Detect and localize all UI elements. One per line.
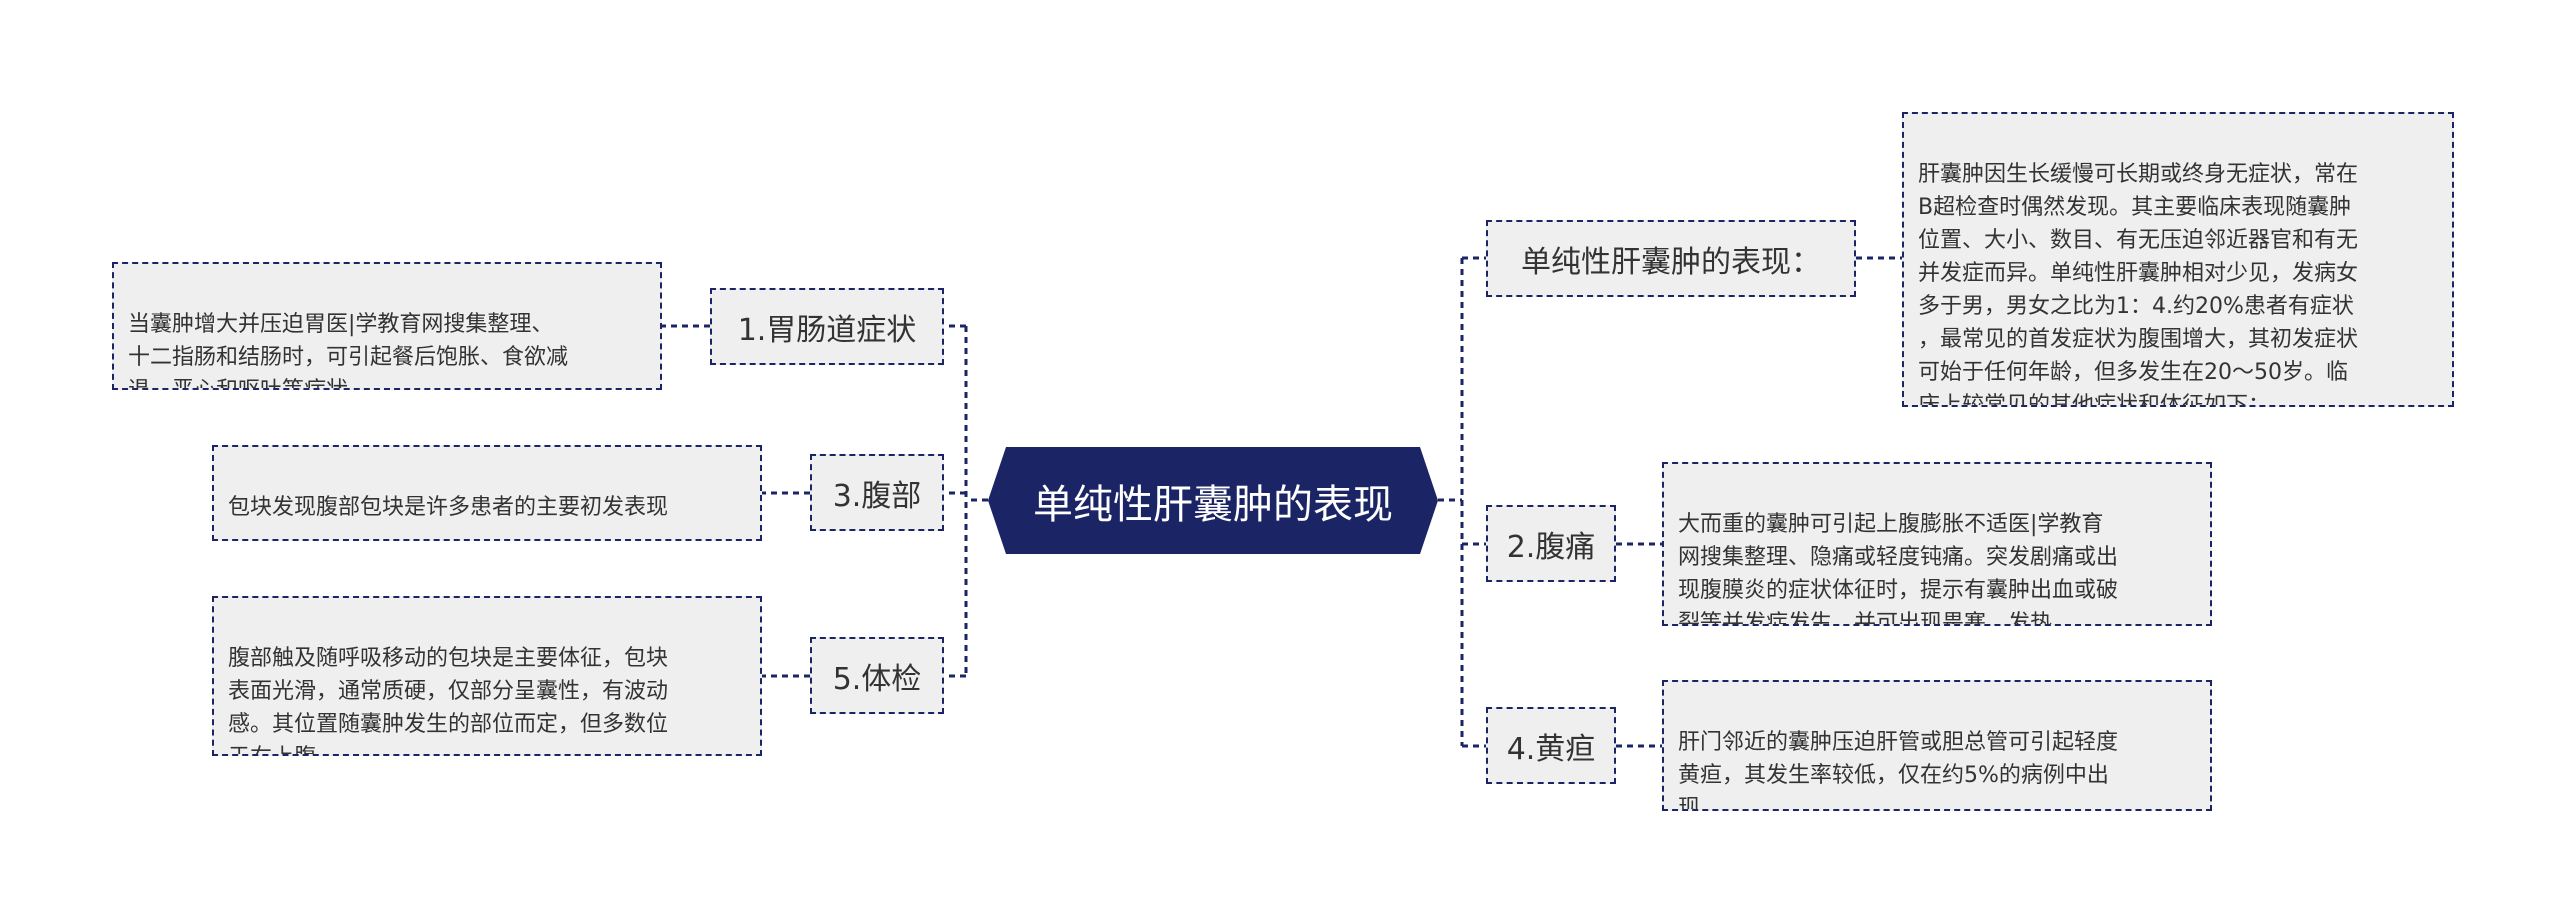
branch-topic-physical-exam[interactable]: 5.体检 <box>810 637 944 714</box>
branch-topic-jaundice[interactable]: 4.黄疸 <box>1486 707 1616 784</box>
leaf-note-overview[interactable]: 肝囊肿因生长缓慢可长期或终身无症状，常在 B超检查时偶然发现。其主要临床表现随囊… <box>1902 112 2454 407</box>
leaf-note-abdomen[interactable]: 包块发现腹部包块是许多患者的主要初发表现 。 <box>212 445 762 541</box>
root-topic-label: 单纯性肝囊肿的表现 <box>1033 481 1393 528</box>
branch-topic-gastrointestinal[interactable]: 1.胃肠道症状 <box>710 288 944 365</box>
root-topic[interactable]: 单纯性肝囊肿的表现 <box>988 447 1438 554</box>
leaf-note-overview-text: 肝囊肿因生长缓慢可长期或终身无症状，常在 B超检查时偶然发现。其主要临床表现随囊… <box>1918 162 2359 407</box>
branch-topic-abdomen[interactable]: 3.腹部 <box>810 454 944 531</box>
branch-topic-abdomen-label: 3.腹部 <box>832 478 922 514</box>
leaf-note-abdominal-pain[interactable]: 大而重的囊肿可引起上腹膨胀不适医|学教育 网搜集整理、隐痛或轻度钝痛。突发剧痛或… <box>1662 462 2212 626</box>
leaf-note-abdomen-text: 包块发现腹部包块是许多患者的主要初发表现 。 <box>228 495 669 541</box>
branch-topic-jaundice-label: 4.黄疸 <box>1506 731 1596 767</box>
leaf-note-jaundice[interactable]: 肝门邻近的囊肿压迫肝管或胆总管可引起轻度 黄疸，其发生率较低，仅在约5%的病例中… <box>1662 680 2212 811</box>
branch-topic-gastrointestinal-label: 1.胃肠道症状 <box>737 312 917 348</box>
leaf-note-physical-exam-text: 腹部触及随呼吸移动的包块是主要体征，包块 表面光滑，通常质硬，仅部分呈囊性，有波… <box>228 646 669 754</box>
branch-topic-abdominal-pain[interactable]: 2.腹痛 <box>1486 505 1616 582</box>
leaf-note-jaundice-text: 肝门邻近的囊肿压迫肝管或胆总管可引起轻度 黄疸，其发生率较低，仅在约5%的病例中… <box>1678 730 2119 811</box>
branch-topic-overview-label: 单纯性肝囊肿的表现： <box>1521 244 1821 280</box>
branch-topic-overview[interactable]: 单纯性肝囊肿的表现： <box>1486 220 1856 297</box>
branch-topic-physical-exam-label: 5.体检 <box>832 661 922 697</box>
leaf-note-physical-exam[interactable]: 腹部触及随呼吸移动的包块是主要体征，包块 表面光滑，通常质硬，仅部分呈囊性，有波… <box>212 596 762 756</box>
branch-topic-abdominal-pain-label: 2.腹痛 <box>1506 529 1596 565</box>
leaf-note-gastrointestinal[interactable]: 当囊肿增大并压迫胃医|学教育网搜集整理、 十二指肠和结肠时，可引起餐后饱胀、食欲… <box>112 262 662 390</box>
leaf-note-abdominal-pain-text: 大而重的囊肿可引起上腹膨胀不适医|学教育 网搜集整理、隐痛或轻度钝痛。突发剧痛或… <box>1678 512 2119 626</box>
leaf-note-gastrointestinal-text: 当囊肿增大并压迫胃医|学教育网搜集整理、 十二指肠和结肠时，可引起餐后饱胀、食欲… <box>128 312 569 388</box>
